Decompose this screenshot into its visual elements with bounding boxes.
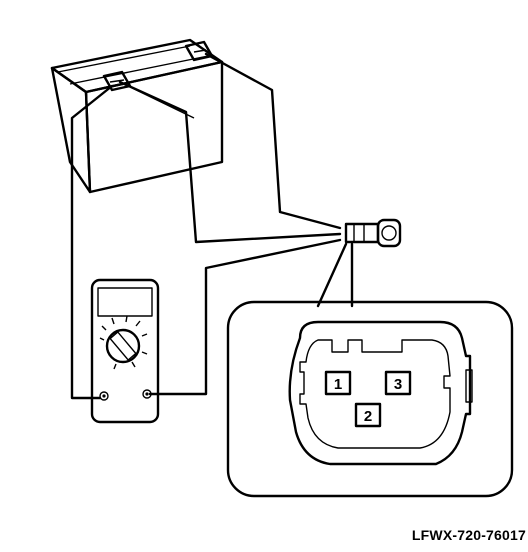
pin-2-label: 2 <box>364 408 372 425</box>
pin-1-label: 1 <box>334 376 342 393</box>
connector-detail-callout <box>226 300 514 498</box>
figure-reference-code: LFWX-720-76017 <box>411 527 526 543</box>
connector-face-icon <box>288 320 473 466</box>
battery-icon <box>50 38 224 194</box>
multimeter-icon <box>90 278 160 424</box>
connector-pin-2: 2 <box>354 402 382 428</box>
connector-pin-3: 3 <box>384 370 412 396</box>
connector-pin-1: 1 <box>324 370 352 396</box>
wiring-harness <box>70 52 342 400</box>
callout-lines <box>316 242 354 308</box>
sensor-connector-icon <box>344 218 402 248</box>
pin-3-label: 3 <box>394 376 402 393</box>
